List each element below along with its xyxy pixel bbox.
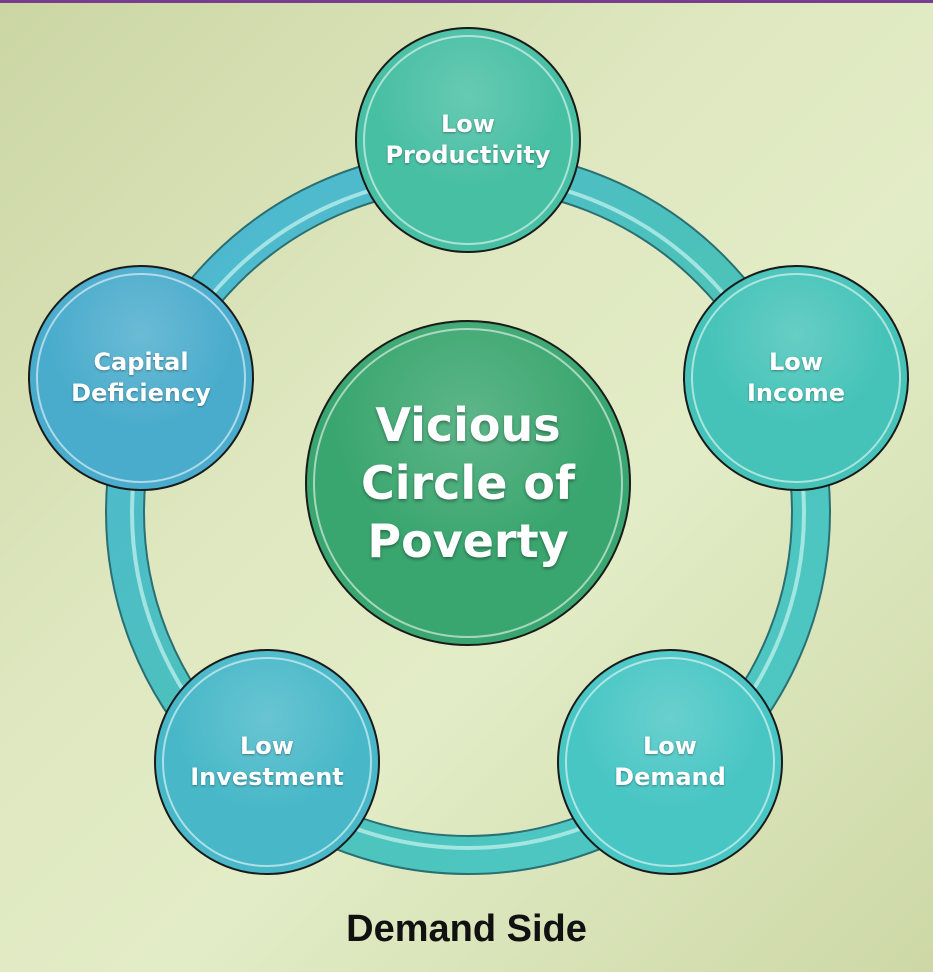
node-low-investment — [154, 649, 380, 875]
center-label: Vicious Circle of Poverty — [360, 398, 576, 568]
node-label-low-income: Low Income — [746, 348, 845, 407]
node-label-low-productivity: Low Productivity — [385, 110, 551, 169]
diagram-caption: Demand Side — [346, 908, 587, 950]
node-capital-deficiency — [28, 265, 254, 491]
node-low-income — [683, 265, 909, 491]
node-label-low-demand: Low Demand — [614, 732, 726, 791]
node-label-capital-deficiency: Capital Deficiency — [71, 348, 211, 407]
node-low-demand — [557, 649, 783, 875]
top-border — [0, 0, 933, 3]
node-label-low-investment: Low Investment — [190, 732, 344, 791]
node-low-productivity — [355, 27, 581, 253]
center-circle — [305, 320, 631, 646]
